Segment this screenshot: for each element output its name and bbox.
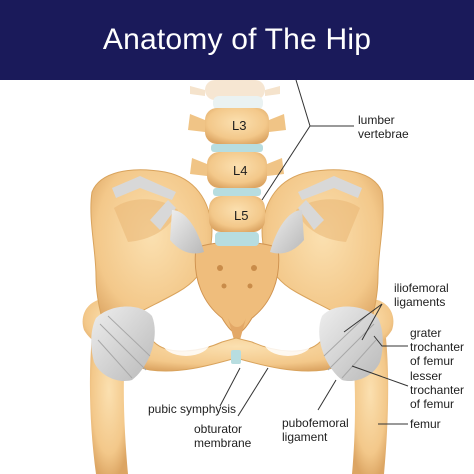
title-bar: Anatomy of The Hip xyxy=(0,0,474,80)
lumber-vertebrae-label: lumber vertebrae xyxy=(358,113,409,141)
hip-illustration: L3 L4 L5 lumber vertebrae iliofemoral li… xyxy=(0,80,474,474)
left-ilium xyxy=(90,169,213,337)
vertebra-l4-label: L4 xyxy=(233,163,248,178)
page-title: Anatomy of The Hip xyxy=(102,23,372,56)
pubic-symphysis-label: pubic symphysis xyxy=(148,402,237,416)
vertebra-l3-label: L3 xyxy=(232,118,247,133)
right-hip-ligaments xyxy=(319,306,383,382)
femur-label: femur xyxy=(410,417,441,431)
hip-anatomy-svg xyxy=(82,80,409,474)
left-hip-ligaments xyxy=(91,306,155,382)
sacroiliac-ligaments xyxy=(112,176,362,254)
vertebra-l5-label: L5 xyxy=(234,208,249,223)
iliofemoral-ligaments-label: iliofemoral ligaments xyxy=(394,281,449,309)
upper-spine xyxy=(190,80,280,100)
grater-trochanter-label: grater trochanter of femur xyxy=(410,326,465,368)
lesser-trochanter-label: lesser trochanter of femur xyxy=(410,369,465,411)
leader-lines xyxy=(219,80,409,425)
sacrum xyxy=(194,241,280,340)
pubofemoral-ligament-label: pubofemoral ligament xyxy=(282,416,349,444)
obturator-membrane-label: obturator membrane xyxy=(194,422,252,450)
lumbar-vertebrae xyxy=(188,96,286,246)
